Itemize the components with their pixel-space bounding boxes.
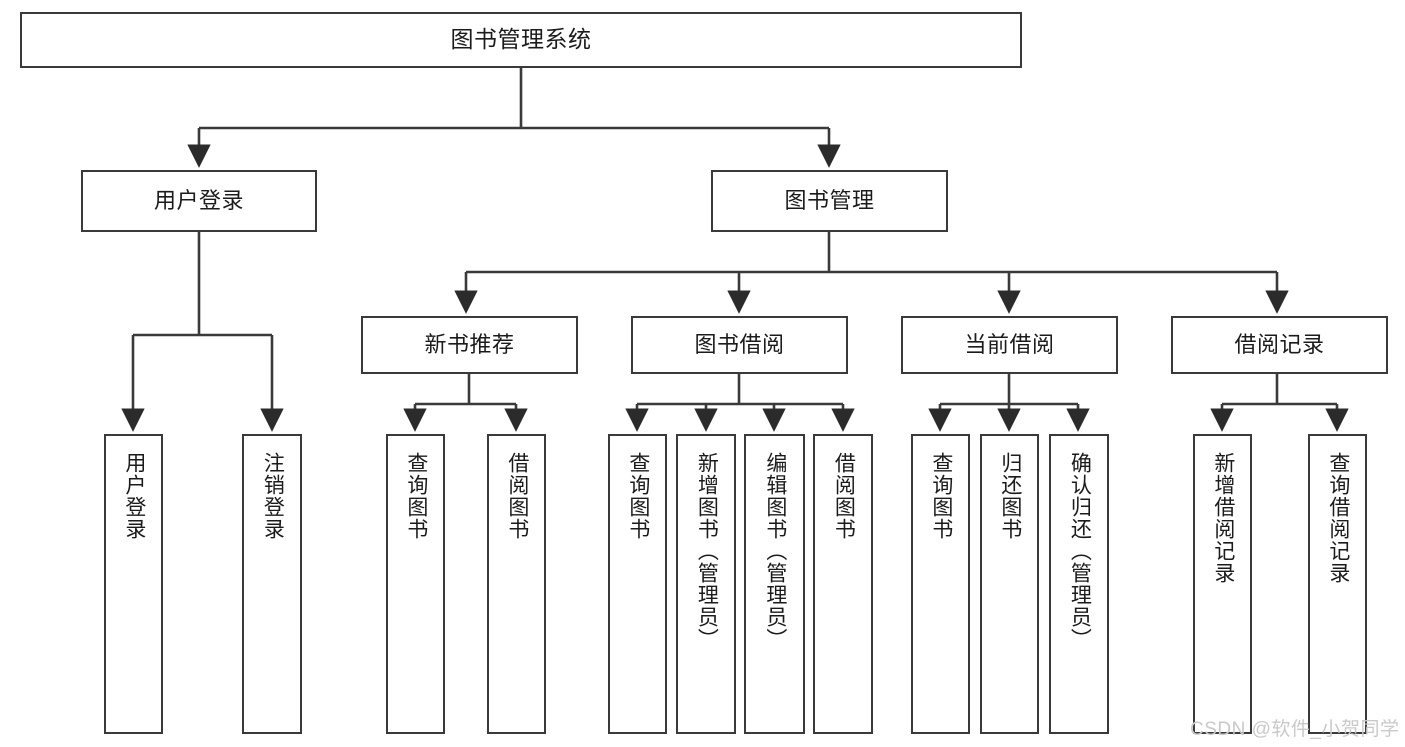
node-borrow-record[interactable]: 借阅记录: [1171, 316, 1388, 374]
node-label: 新增图书（管理员）: [695, 452, 719, 650]
node-label: 图书借阅: [694, 332, 785, 358]
node-label: 确认归还（管理员）: [1068, 452, 1092, 650]
node-book-borrow[interactable]: 图书借阅: [631, 316, 848, 374]
leaf-query-book-borrow[interactable]: 查询图书: [608, 434, 667, 734]
node-label: 借阅图书: [832, 452, 856, 540]
leaf-add-borrow-record[interactable]: 新增借阅记录: [1193, 434, 1252, 734]
leaf-borrow-book-recommend[interactable]: 借阅图书: [487, 434, 546, 734]
node-label: 查询图书: [626, 452, 650, 540]
node-label: 查询图书: [929, 452, 953, 540]
node-label: 图书管理系统: [450, 26, 592, 53]
leaf-query-borrow-record[interactable]: 查询借阅记录: [1308, 434, 1367, 734]
leaf-logout[interactable]: 注销登录: [242, 434, 302, 734]
node-label: 查询图书: [404, 452, 428, 540]
node-label: 借阅记录: [1234, 332, 1325, 358]
node-current-borrow[interactable]: 当前借阅: [901, 316, 1118, 374]
node-label: 借阅图书: [505, 452, 529, 540]
node-label: 新书推荐: [424, 332, 515, 358]
node-label: 用户登录: [153, 188, 244, 214]
node-root-system[interactable]: 图书管理系统: [20, 12, 1022, 68]
node-label: 图书管理: [784, 188, 875, 214]
leaf-query-book-current[interactable]: 查询图书: [911, 434, 970, 734]
node-label: 用户登录: [122, 452, 146, 540]
leaf-borrow-book[interactable]: 借阅图书: [813, 434, 873, 734]
csdn-watermark: CSDN @软件_小贺同学: [1190, 719, 1400, 740]
node-label: 归还图书: [998, 452, 1022, 540]
node-label: 编辑图书（管理员）: [763, 452, 787, 650]
node-book-management[interactable]: 图书管理: [711, 170, 948, 232]
leaf-edit-book-admin[interactable]: 编辑图书（管理员）: [744, 434, 805, 734]
leaf-add-book-admin[interactable]: 新增图书（管理员）: [676, 434, 736, 734]
node-label: 查询借阅记录: [1326, 452, 1350, 584]
node-new-book-recommend[interactable]: 新书推荐: [361, 316, 578, 374]
node-user-login[interactable]: 用户登录: [81, 170, 317, 232]
node-label: 注销登录: [261, 452, 285, 540]
leaf-return-book[interactable]: 归还图书: [980, 434, 1039, 734]
leaf-confirm-return-admin[interactable]: 确认归还（管理员）: [1049, 434, 1109, 734]
node-label: 新增借阅记录: [1211, 452, 1235, 584]
node-label: 当前借阅: [964, 332, 1055, 358]
leaf-query-book-recommend[interactable]: 查询图书: [386, 434, 445, 734]
leaf-user-login[interactable]: 用户登录: [104, 434, 163, 734]
